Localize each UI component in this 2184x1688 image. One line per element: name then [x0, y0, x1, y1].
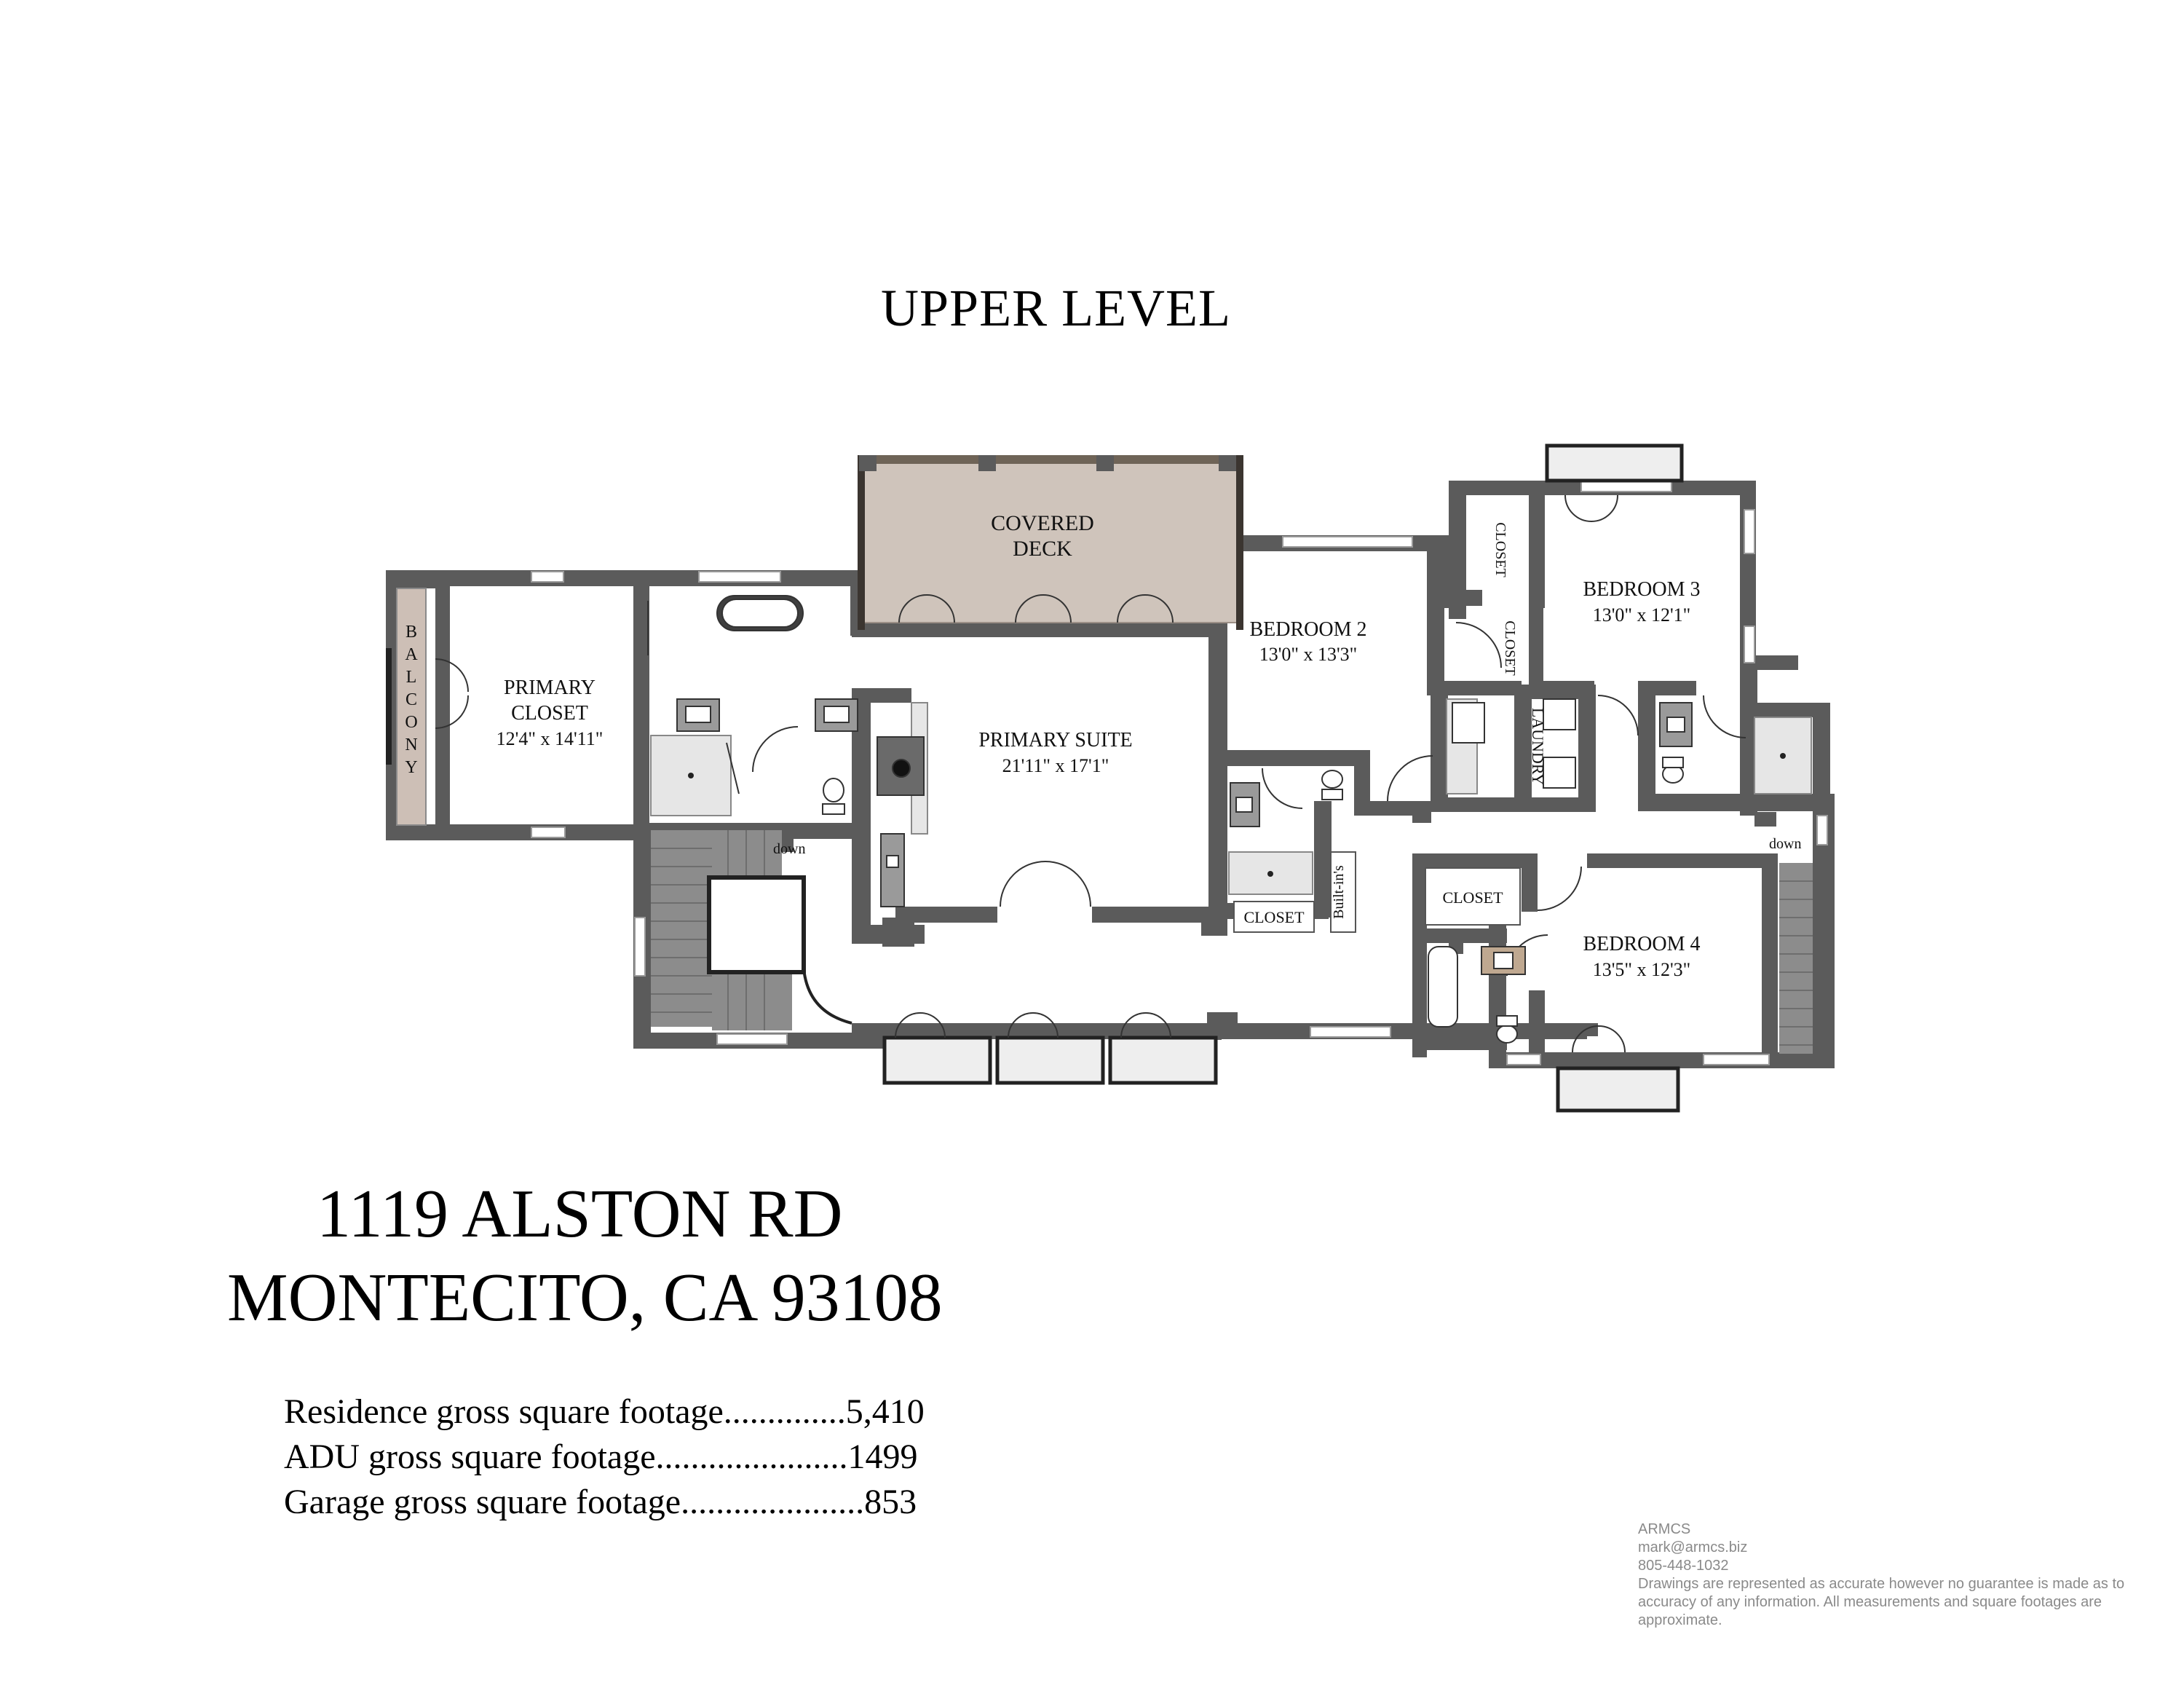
credits-phone: 805-448-1032	[1638, 1558, 1729, 1574]
closet-upper-label: CLOSET	[1492, 522, 1508, 577]
room-labels: PRIMARY CLOSET 12'4" x 14'11" PRIMARY SU…	[496, 522, 1701, 980]
fixtures	[676, 595, 1693, 1044]
bedroom4-label: BEDROOM 4	[1583, 933, 1700, 955]
closet-mid-label: CLOSET	[1502, 620, 1518, 676]
doors	[435, 494, 1746, 1053]
primary-closet-dims: 12'4" x 14'11"	[496, 728, 604, 749]
primary-suite-label: PRIMARY SUITE	[978, 729, 1132, 752]
covered-deck-label: COVERED	[991, 511, 1094, 535]
builtins-label: Built-in's	[1331, 865, 1347, 919]
stairs-down-label-left: down	[773, 841, 805, 857]
credits-disclaimer: Drawings are represented as accurate how…	[1638, 1576, 2125, 1628]
laundry-label: LAUNDRY	[1529, 708, 1547, 785]
drains	[688, 753, 1786, 877]
closet-b4-label: CLOSET	[1442, 888, 1503, 907]
primary-closet-label-2: CLOSET	[511, 702, 588, 725]
sqft-garage: Garage gross square footage.............…	[284, 1483, 917, 1521]
sqft-adu: ADU gross square footage................…	[284, 1437, 918, 1476]
balcony-letter: C	[405, 690, 417, 709]
covered-deck: COVERED DECK	[858, 455, 1243, 630]
address-line-2: MONTECITO, CA 93108	[227, 1260, 943, 1336]
bedroom2-dims: 13'0" x 13'3"	[1259, 644, 1358, 665]
stairs-right: down	[1769, 836, 1813, 1054]
sqft-residence: Residence gross square footage..........…	[284, 1392, 925, 1431]
bedroom3-dims: 13'0" x 12'1"	[1593, 604, 1691, 626]
primary-suite-dims: 21'11" x 17'1"	[1002, 755, 1109, 776]
covered-deck-label-2: DECK	[1013, 537, 1072, 561]
credits-block: ARMCS mark@armcs.biz 805-448-1032 Drawin…	[1638, 1521, 2177, 1630]
balcony-letter: Y	[405, 758, 417, 777]
primary-closet-label: PRIMARY	[504, 677, 596, 699]
address-line-1: 1119 ALSTON RD	[317, 1176, 843, 1252]
front-bays	[882, 443, 1684, 1113]
windows	[531, 481, 1828, 1065]
bedroom4-dims: 13'5" x 12'3"	[1593, 959, 1691, 980]
balcony-letter: O	[405, 713, 417, 732]
bedroom3-label: BEDROOM 3	[1583, 578, 1700, 601]
balcony-letter: A	[405, 645, 418, 664]
balcony-letter: B	[405, 623, 417, 642]
closet-b2-label: CLOSET	[1243, 908, 1305, 926]
credits-company: ARMCS	[1638, 1521, 1691, 1537]
balcony-letter: N	[405, 735, 417, 754]
stairs-left: down	[651, 830, 852, 1030]
balcony-letter: L	[406, 668, 417, 687]
bedroom2-label: BEDROOM 2	[1249, 618, 1366, 641]
stairs-down-label-right: down	[1769, 836, 1801, 852]
page-title: UPPER LEVEL	[881, 279, 1232, 337]
credits-email[interactable]: mark@armcs.biz	[1638, 1539, 1748, 1555]
